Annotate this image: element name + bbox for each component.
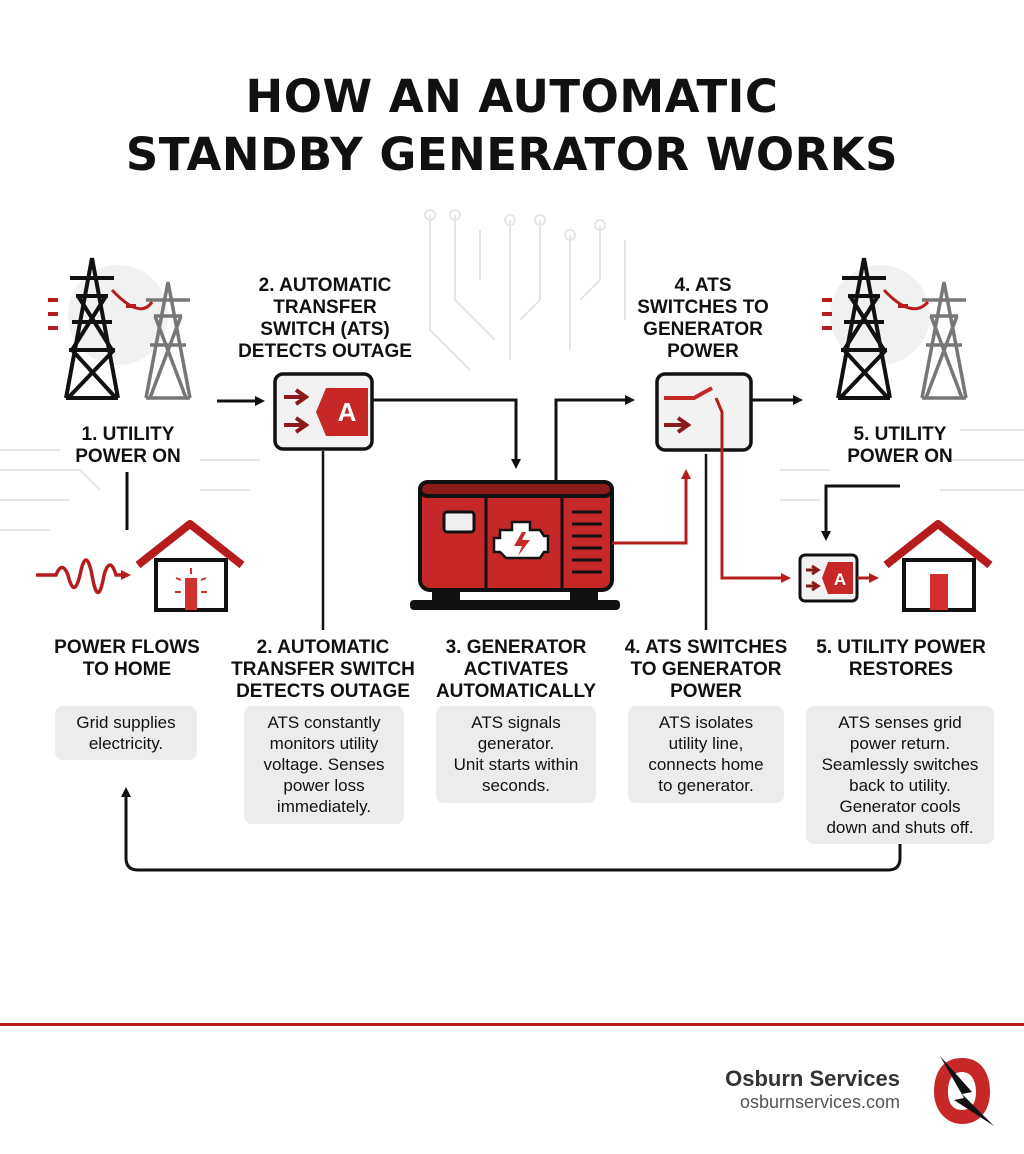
osburn-logo-icon (934, 1056, 994, 1126)
ats-letter-1: A (338, 397, 357, 427)
step-3-title: 3. GENERATOR ACTIVATES AUTOMATICALLY (435, 637, 597, 702)
flow-arrows (121, 395, 902, 872)
ats-letter-2: A (834, 570, 846, 589)
label-ats-detects-outage: 2. AUTOMATIC TRANSFER SWITCH (ATS) DETEC… (238, 275, 412, 362)
ats-detect-icon (273, 372, 374, 451)
step-4-title: 4. ATS SWITCHES TO GENERATOR POWER (624, 637, 788, 702)
circuit-background (0, 209, 1024, 531)
footer-brand: Osburn Services (725, 1066, 900, 1091)
step-4-description: ATS isolates utility line, connects home… (628, 706, 784, 803)
label-ats-switches-to-generator: 4. ATS SWITCHES TO GENERATOR POWER (637, 275, 769, 362)
pylon-icon-right (822, 257, 968, 400)
power-wave (36, 558, 131, 595)
house-icon-left (135, 520, 245, 612)
ats-switch-icon (655, 372, 753, 452)
house-icon-right (883, 520, 993, 612)
step-3-description: ATS signals generator. Unit starts withi… (436, 706, 596, 803)
step-5-description: ATS senses grid power return. Seamlessly… (806, 706, 994, 844)
ats-small-icon (798, 553, 859, 603)
step-1-title: POWER FLOWS TO HOME (54, 637, 200, 680)
title-line-1: HOW AN AUTOMATIC (245, 70, 779, 123)
pylon-icon-left (48, 257, 192, 400)
step-2-description: ATS constantly monitors utility voltage.… (244, 706, 404, 824)
engine-icon (492, 520, 550, 560)
step-1-description: Grid supplies electricity. (55, 706, 197, 760)
step-2-title: 2. AUTOMATIC TRANSFER SWITCH DETECTS OUT… (231, 637, 415, 702)
step-5-title: 5. UTILITY POWER RESTORES (816, 637, 986, 680)
generator-icon (410, 480, 620, 610)
page-title: HOW AN AUTOMATIC STANDBY GENERATOR WORKS (0, 68, 1024, 184)
title-line-2: STANDBY GENERATOR WORKS (125, 128, 899, 181)
label-utility-power-on-5: 5. UTILITY POWER ON (847, 424, 953, 467)
footer-website[interactable]: osburnservices.com (739, 1092, 900, 1112)
label-utility-power-on-1: 1. UTILITY POWER ON (75, 424, 181, 467)
footer-divider (0, 1023, 1024, 1026)
